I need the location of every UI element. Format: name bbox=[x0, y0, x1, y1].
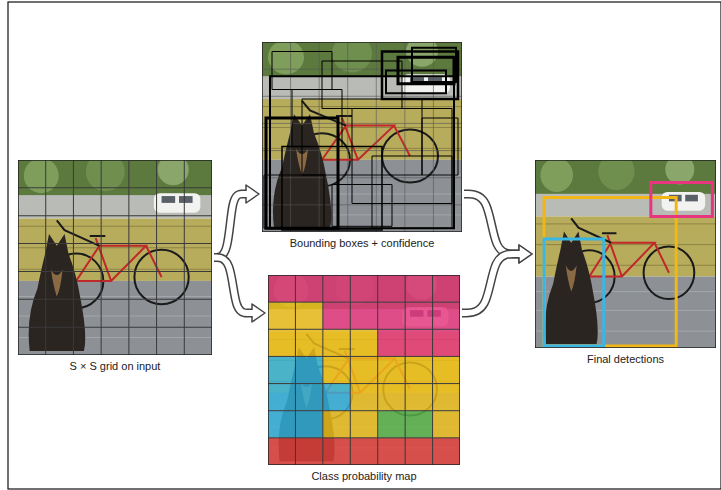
bounding-box bbox=[382, 52, 458, 100]
arrow-body bbox=[462, 254, 521, 313]
arrow-body bbox=[214, 194, 248, 258]
bounding-box bbox=[302, 99, 422, 175]
detections-image bbox=[535, 152, 716, 348]
photo bbox=[18, 152, 212, 355]
frame bbox=[8, 2, 721, 489]
bounding-boxes bbox=[264, 48, 458, 230]
panel-caption: Bounding boxes + confidence bbox=[262, 232, 462, 250]
flow-arrow bbox=[464, 194, 532, 263]
photo bbox=[535, 152, 716, 348]
grid bbox=[268, 275, 460, 465]
flow-arrow bbox=[462, 245, 532, 313]
photo-overlay bbox=[268, 267, 460, 465]
image-panel: Final detections bbox=[535, 160, 716, 368]
photo bbox=[262, 34, 462, 232]
image-panel: Bounding boxes + confidence bbox=[262, 42, 462, 252]
detection-box bbox=[544, 198, 676, 347]
detection-box bbox=[651, 183, 713, 217]
class-map bbox=[268, 267, 460, 465]
grid bbox=[262, 42, 462, 232]
arrow-head bbox=[252, 304, 265, 322]
flow-arrow bbox=[214, 258, 265, 323]
bounding-box bbox=[372, 156, 452, 228]
bounding-box bbox=[332, 185, 392, 227]
bounding-box bbox=[322, 61, 402, 109]
input-image bbox=[18, 152, 212, 355]
bounding-box bbox=[264, 175, 324, 228]
panel-caption: Final detections bbox=[535, 348, 716, 366]
flow-arrow bbox=[214, 185, 259, 258]
image-border bbox=[268, 275, 460, 465]
image-border bbox=[535, 160, 716, 348]
arrow-head bbox=[519, 245, 532, 263]
arrow-body bbox=[464, 194, 521, 254]
bounding-box bbox=[292, 90, 342, 147]
image-border bbox=[262, 42, 462, 232]
image-panel: Class probability map bbox=[268, 275, 460, 485]
grid bbox=[18, 160, 212, 355]
bounding-box bbox=[386, 71, 446, 94]
arrow-head bbox=[519, 245, 532, 263]
bounding-box bbox=[272, 52, 332, 90]
arrow-body bbox=[214, 258, 254, 314]
panel-caption: Class probability map bbox=[268, 465, 460, 483]
arrow-head bbox=[246, 185, 259, 203]
bounding-box bbox=[412, 48, 456, 82]
image-panel: S × S grid on input bbox=[18, 160, 212, 375]
boxes-image bbox=[262, 34, 462, 232]
image-border bbox=[18, 160, 212, 355]
panel-caption: S × S grid on input bbox=[18, 355, 212, 373]
detection-box bbox=[544, 239, 604, 346]
bounding-box bbox=[422, 118, 458, 175]
